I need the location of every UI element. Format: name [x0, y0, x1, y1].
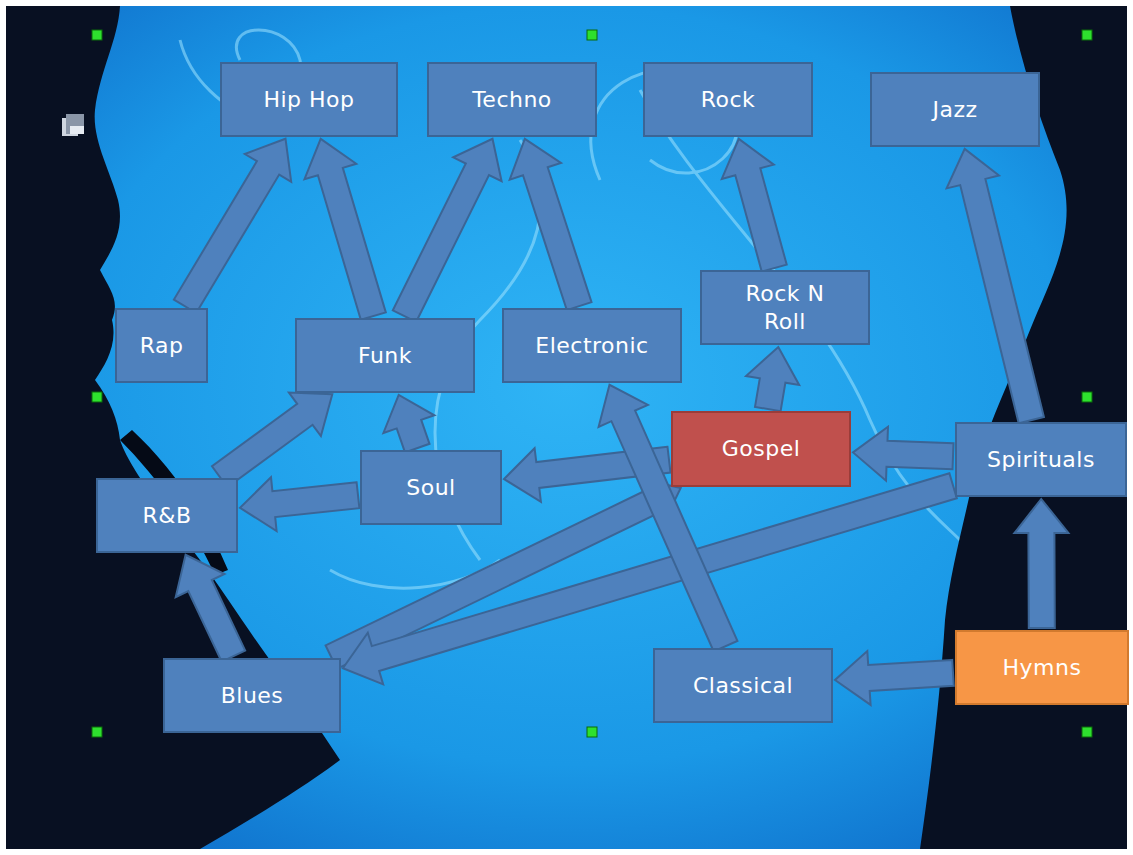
genre-label: Techno	[472, 86, 552, 114]
block-arrow	[240, 477, 359, 531]
genre-box: Electronic	[502, 308, 682, 383]
genre-box: Spirituals	[955, 422, 1127, 497]
genre-label: Hip Hop	[263, 86, 354, 114]
block-arrow	[305, 139, 386, 320]
genre-box: Techno	[427, 62, 597, 137]
block-arrow	[174, 139, 291, 313]
genre-box: Hip Hop	[220, 62, 398, 137]
block-arrow	[746, 347, 799, 411]
block-arrow	[383, 395, 434, 453]
block-arrow	[510, 139, 592, 310]
genre-box: Rock	[643, 62, 813, 137]
genre-label: Spirituals	[987, 446, 1095, 474]
block-arrow	[947, 149, 1044, 423]
genre-label: R&B	[142, 502, 191, 530]
genre-label: Jazz	[932, 96, 977, 124]
genre-label: Soul	[406, 474, 455, 502]
genre-box: Rap	[115, 308, 208, 383]
block-arrow	[212, 393, 332, 488]
genre-box: Hymns	[955, 630, 1129, 705]
genre-box: Funk	[295, 318, 475, 393]
block-arrow	[853, 427, 954, 481]
block-arrow	[1014, 499, 1068, 628]
genre-label: Electronic	[535, 332, 648, 360]
genre-box: Soul	[360, 450, 502, 525]
genre-box: Classical	[653, 648, 833, 723]
genre-label: Blues	[221, 682, 284, 710]
genre-box: Gospel	[671, 411, 851, 487]
genre-label: Gospel	[722, 435, 801, 463]
block-arrow	[722, 139, 787, 272]
genre-label: Rock	[701, 86, 756, 114]
genre-label: Classical	[693, 672, 793, 700]
genre-box: Rock N Roll	[700, 270, 870, 345]
genre-box: Blues	[163, 658, 341, 733]
blue-ground	[6, 6, 1127, 849]
block-arrow	[393, 139, 502, 322]
genre-box: R&B	[96, 478, 238, 553]
block-arrow	[176, 555, 246, 662]
genre-label: Rap	[140, 332, 184, 360]
genre-box: Jazz	[870, 72, 1040, 147]
selection-handles	[92, 30, 1092, 737]
genre-label: Rock N Roll	[735, 280, 835, 335]
genre-label: Funk	[358, 342, 412, 370]
sound-icon	[62, 114, 84, 136]
block-arrow	[835, 651, 954, 705]
genre-label: Hymns	[1003, 654, 1082, 682]
